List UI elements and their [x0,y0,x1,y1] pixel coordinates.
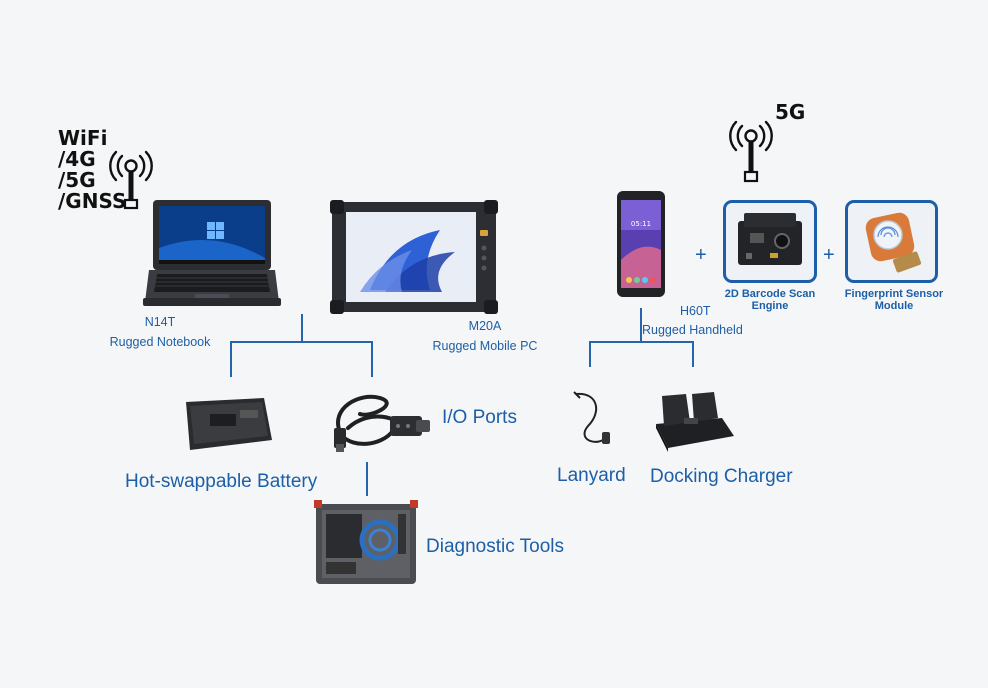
lanyard-label: Lanyard [557,465,626,486]
connector-drop-battery [230,341,232,377]
fingerprint-module-box [845,200,938,283]
connector-drop-lanyard [589,341,591,367]
docking-charger-label: Docking Charger [650,466,793,487]
barcode-module-line2: Engine [751,300,789,312]
barcode-engine-image [738,213,802,265]
battery-image [180,396,274,452]
fingerprint-module-line1: Fingerprint Sensor [844,288,944,300]
antenna-icon [104,150,158,212]
laptop-connectivity: WiFi /4G /5G /GNSS [58,128,126,212]
diagnostic-tools-label: Diagnostic Tools [426,536,565,557]
connectivity-4g: /4G [58,147,96,171]
handheld-name: Rugged Handheld [642,323,743,337]
connectivity-gnss: /GNSS [58,189,127,213]
io-ports-label: I/O Ports [442,407,517,428]
mobile-pc-name: Rugged Mobile PC [432,339,538,353]
io-ports-image [330,388,434,454]
plus-icon: + [695,244,707,266]
antenna-5g-icon [724,120,778,184]
connector-vertical-top-right [640,308,642,343]
notebook-name: Rugged Notebook [109,335,211,349]
handheld-label: H60T Rugged Handheld [636,303,766,339]
barcode-module-box [723,200,817,283]
lanyard-image [568,390,618,450]
connector-horizontal-left [230,341,373,343]
label-5g: 5G [775,100,806,124]
mobile-pc-model: M20A [468,319,502,333]
notebook-label: N14T Rugged Notebook [80,314,240,351]
connector-drop-diagnostic [366,462,368,496]
connector-drop-docking [692,341,694,367]
mobile-pc-label: M20A Rugged Mobile PC [410,318,560,355]
fingerprint-module-line2: Module [874,300,914,312]
diagnostic-tools-image [314,500,418,586]
rugged-handheld-image: 05:11 [616,190,666,298]
rugged-mobile-pc-image [330,200,498,314]
rugged-notebook-image [143,198,281,310]
connector-vertical-top-left [301,314,303,343]
handheld-model: H60T [680,304,711,318]
notebook-model: N14T [144,315,176,329]
plus-icon: + [823,244,835,266]
svg-text:05:11: 05:11 [631,220,651,228]
battery-label: Hot-swappable Battery [125,471,318,492]
connector-horizontal-right [589,341,694,343]
fingerprint-sensor-image [865,212,922,273]
docking-charger-image [652,388,736,452]
barcode-module-label: 2D Barcode Scan Engine [710,288,830,312]
connectivity-wifi: WiFi [58,126,108,150]
fingerprint-module-label: Fingerprint Sensor Module [830,288,958,312]
connector-drop-io [371,341,373,377]
barcode-module-line1: 2D Barcode Scan [724,288,816,300]
connectivity-5g: /5G [58,168,96,192]
